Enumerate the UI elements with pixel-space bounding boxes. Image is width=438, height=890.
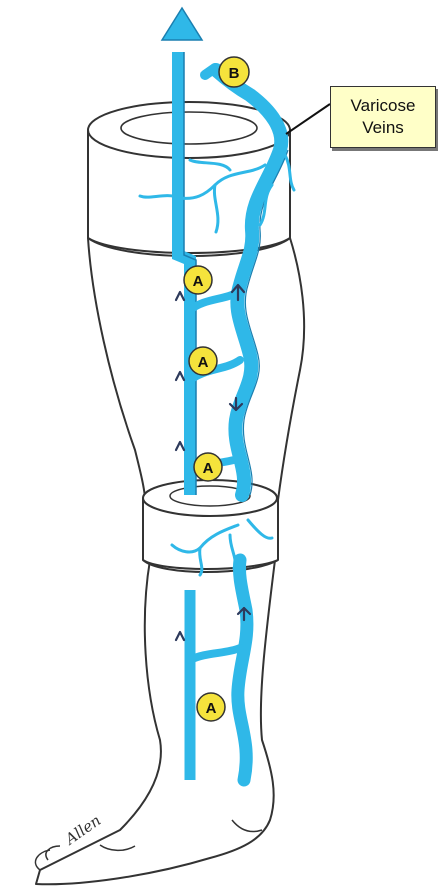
upward-flow-arrow xyxy=(162,8,202,40)
valve-marker-a2: A xyxy=(189,347,217,375)
callout-line-1: Varicose xyxy=(351,95,416,117)
valve-marker-a4: A xyxy=(197,693,225,721)
valve-marker-a1: A xyxy=(184,266,212,294)
marker-a1-label: A xyxy=(193,273,204,290)
callout-leader-line xyxy=(286,104,330,134)
valve-marker-a3: A xyxy=(194,453,222,481)
valve-marker-b: B xyxy=(219,57,249,87)
callout-line-2: Veins xyxy=(362,117,404,139)
varicose-veins-callout: Varicose Veins xyxy=(330,86,436,148)
marker-a4-label: A xyxy=(206,700,217,717)
marker-a3-label: A xyxy=(203,460,214,477)
marker-a2-label: A xyxy=(198,354,209,371)
marker-b-label: B xyxy=(229,65,240,82)
knee-cut-surface xyxy=(143,480,277,516)
